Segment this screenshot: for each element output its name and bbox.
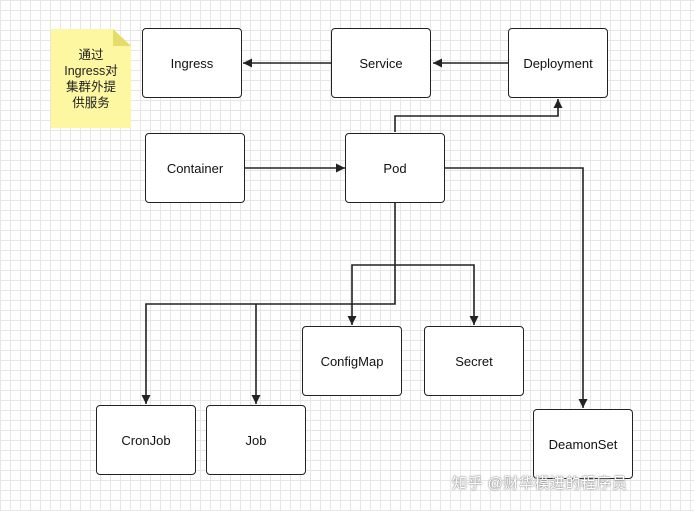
edge-pod-to-configmap <box>347 264 395 325</box>
edge-pod-to-daemonset <box>445 167 588 408</box>
node-cronjob[interactable]: CronJob <box>96 405 196 475</box>
node-configmap[interactable]: ConfigMap <box>302 326 402 396</box>
node-pod[interactable]: Pod <box>345 133 445 203</box>
edge-pod-to-secret <box>395 264 479 325</box>
edge-pod-to-cronjob <box>141 203 396 404</box>
node-ingress[interactable]: Ingress <box>142 28 242 98</box>
node-job[interactable]: Job <box>206 405 306 475</box>
node-secret[interactable]: Secret <box>424 326 524 396</box>
watermark: 知乎 @财华模进的程序员 <box>452 475 628 492</box>
sticky-note-text: 通过 Ingress对 集群外提 供服务 <box>64 47 118 110</box>
node-deployment[interactable]: Deployment <box>508 28 608 98</box>
node-daemonset[interactable]: DeamonSet <box>533 409 633 479</box>
node-service[interactable]: Service <box>331 28 431 98</box>
node-container[interactable]: Container <box>145 133 245 203</box>
edge-pod-to-deployment <box>394 99 563 132</box>
